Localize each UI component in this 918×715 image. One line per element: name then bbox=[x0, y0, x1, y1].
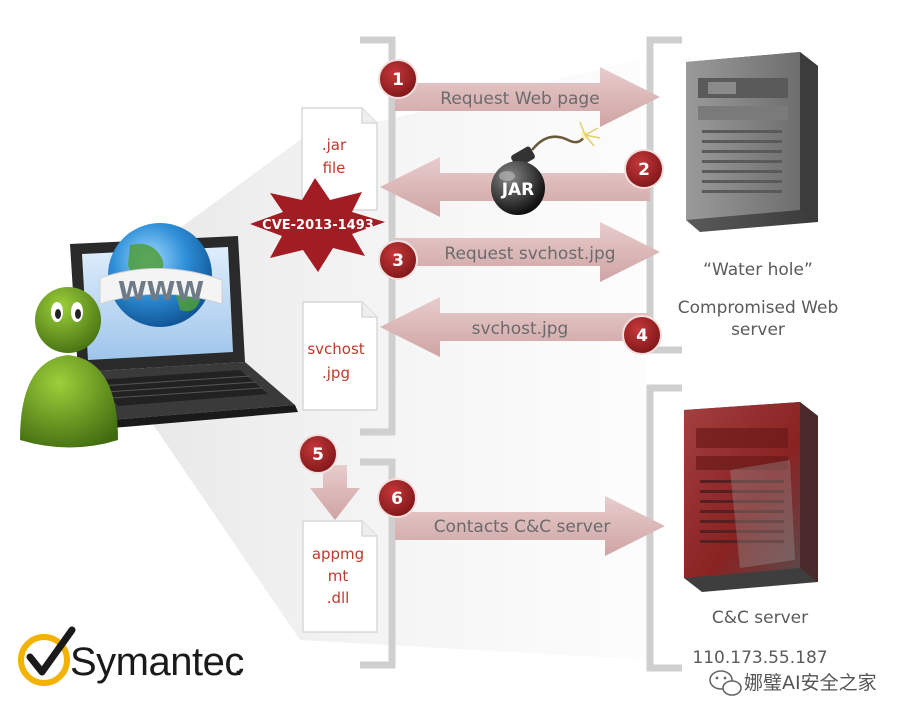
left-bracket-bottom bbox=[360, 458, 396, 669]
compromised-server-label-line1: Compromised Web bbox=[678, 298, 839, 318]
arrow-label-request-svchost: Request svchost.jpg bbox=[444, 244, 615, 264]
fuse-spark-icon bbox=[579, 121, 601, 147]
symantec-logo: Symantec . bbox=[18, 626, 244, 686]
svg-text:3: 3 bbox=[392, 251, 404, 271]
svg-text:6: 6 bbox=[391, 489, 403, 509]
cc-server-ip: 110.173.55.187 bbox=[692, 648, 827, 668]
www-globe-icon: WWW bbox=[99, 223, 223, 327]
arrow-label-contact-cc: Contacts C&C server bbox=[434, 517, 611, 537]
watermark-text: 娜璧AI安全之家 bbox=[744, 672, 877, 694]
wechat-icon bbox=[709, 670, 742, 696]
symantec-wordmark-dot: . bbox=[233, 640, 244, 684]
step-badge-2: 2 bbox=[624, 149, 664, 189]
svg-text:appmg: appmg bbox=[312, 545, 364, 563]
compromised-server-label-line2: server bbox=[731, 320, 785, 340]
web-server-icon bbox=[686, 52, 818, 232]
jar-bomb-icon: JAR bbox=[491, 121, 601, 215]
step-badge-4: 4 bbox=[622, 315, 662, 355]
cc-server-label: C&C server bbox=[712, 608, 808, 628]
water-hole-label: “Water hole” bbox=[703, 260, 813, 280]
step-badge-1: 1 bbox=[378, 59, 418, 99]
user-avatar-icon bbox=[20, 287, 118, 448]
cve-label: CVE-2013-1493 bbox=[262, 218, 374, 233]
svg-text:file: file bbox=[323, 159, 346, 177]
arrow-svchost-delivery: svchost.jpg bbox=[380, 297, 650, 357]
www-text: WWW bbox=[118, 277, 204, 307]
wechat-watermark: 娜璧AI安全之家 bbox=[709, 670, 877, 696]
appmgmt-dll-document: appmg mt .dll bbox=[302, 520, 378, 633]
cc-server-icon bbox=[684, 402, 818, 592]
svg-text:2: 2 bbox=[638, 160, 650, 180]
step-badge-3: 3 bbox=[378, 240, 418, 280]
svg-text:.dll: .dll bbox=[327, 589, 350, 607]
svchost-jpg-document: svchost .jpg bbox=[302, 301, 378, 411]
arrow-drop-dll bbox=[310, 465, 360, 520]
svg-text:.jpg: .jpg bbox=[322, 364, 350, 382]
svg-text:svchost: svchost bbox=[307, 340, 364, 358]
cve-starburst: CVE-2013-1493 bbox=[250, 178, 385, 272]
arrow-request-web-page: Request Web page bbox=[395, 67, 660, 127]
svg-text:4: 4 bbox=[636, 326, 648, 346]
symantec-checkmark-icon bbox=[18, 626, 76, 686]
svg-text:5: 5 bbox=[312, 445, 324, 465]
svg-text:1: 1 bbox=[392, 70, 404, 90]
jar-file-document: .jar file bbox=[301, 107, 378, 211]
symantec-wordmark: Symantec bbox=[70, 640, 244, 684]
svg-text:.jar: .jar bbox=[322, 136, 347, 154]
arrow-label-request-web-page: Request Web page bbox=[440, 89, 599, 109]
arrow-request-svchost: Request svchost.jpg bbox=[395, 222, 660, 282]
step-badge-5: 5 bbox=[298, 434, 338, 474]
svg-text:JAR: JAR bbox=[501, 180, 535, 200]
step-badge-6: 6 bbox=[377, 478, 417, 518]
svg-text:mt: mt bbox=[328, 567, 349, 585]
arrow-contact-cc: Contacts C&C server bbox=[395, 496, 665, 556]
left-bracket-top bbox=[360, 36, 396, 436]
arrow-label-svchost: svchost.jpg bbox=[472, 319, 569, 339]
